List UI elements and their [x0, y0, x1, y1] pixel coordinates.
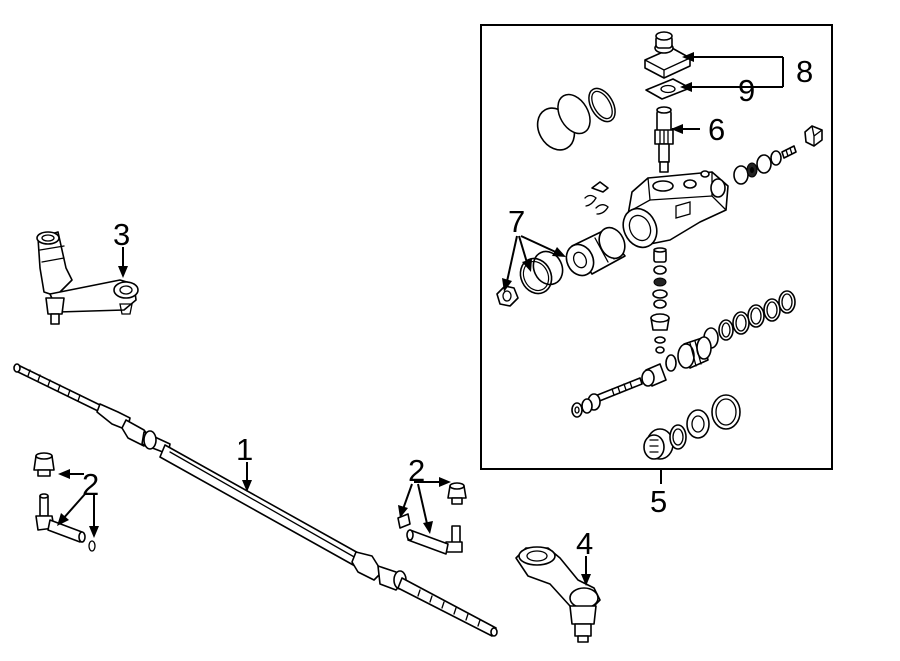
callout-4: 4 [576, 526, 593, 561]
leader-7 [502, 235, 566, 292]
callout-6: 6 [708, 112, 725, 147]
sector-shaft-part [654, 106, 674, 173]
leader-1 [242, 462, 252, 492]
tie-rod-end-right-part [397, 482, 467, 555]
leader-2-left [57, 469, 99, 538]
callout-3: 3 [113, 217, 130, 252]
tie-rod-end-left-part [33, 452, 96, 552]
cover-gasket-part [645, 78, 691, 100]
gear-inset-box [480, 24, 833, 470]
leader-9 [680, 82, 692, 92]
rotary-valve-part [641, 336, 712, 387]
adjuster-locknut-part [496, 285, 519, 307]
snap-rings-part [536, 87, 616, 151]
bearing-rings-part [643, 394, 741, 460]
valve-stack-part [650, 247, 670, 354]
callout-2-left: 2 [82, 467, 99, 502]
gear-cover-part [644, 31, 691, 79]
adjuster-plug-part [565, 226, 626, 277]
idler-arm-part [36, 231, 139, 325]
leader-4 [581, 556, 591, 586]
leader-2-right [398, 477, 451, 534]
leader-3 [118, 247, 128, 278]
leader-6 [671, 124, 700, 134]
gear-housing-part [622, 170, 729, 249]
valve-rings-part [703, 290, 796, 349]
pitman-arm-part [515, 546, 601, 643]
callout-8: 8 [796, 54, 813, 89]
worm-shaft-part [571, 377, 643, 418]
valve-seals-part [733, 125, 823, 185]
callout-2-right: 2 [408, 453, 425, 488]
retainer-clips-part [584, 181, 609, 215]
callout-5: 5 [650, 484, 667, 519]
callout-9: 9 [738, 73, 755, 108]
callout-1: 1 [236, 432, 253, 467]
leader-8 [682, 52, 784, 88]
center-link-part [13, 363, 498, 637]
callout-7: 7 [508, 204, 525, 239]
